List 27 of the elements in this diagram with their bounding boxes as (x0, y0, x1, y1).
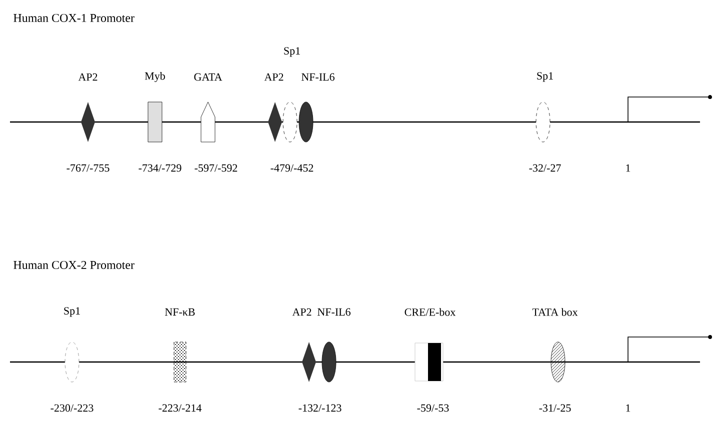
factor-label: TATA box (532, 308, 578, 316)
position-label: -479/-452 (270, 164, 314, 172)
position-label: -597/-592 (194, 164, 238, 172)
factor-label: Myb (144, 72, 165, 82)
factor-label: Sp1 (64, 307, 80, 317)
factor-label: CRE/E-box (404, 308, 456, 316)
factor-label: NF-IL6 (302, 73, 334, 81)
position-label: 1 (626, 404, 630, 412)
factor-label: AP2 (292, 308, 312, 316)
position-label: -767/-755 (66, 164, 110, 172)
position-label: -230/-223 (50, 404, 94, 412)
factor-label: NF-κB (165, 308, 195, 316)
promoter-title: Human COX-1 Promoter (14, 14, 134, 22)
position-label: -223/-214 (158, 404, 202, 412)
position-label: -59/-53 (417, 404, 449, 412)
factor-label: AP2 (78, 73, 98, 81)
position-label: -734/-729 (138, 164, 182, 172)
factor-label: NF-IL6 (318, 308, 350, 316)
position-label: -31/-25 (539, 404, 571, 412)
factor-label: Sp1 (537, 72, 553, 82)
factor-label: AP2 (264, 73, 284, 81)
position-label: 1 (626, 164, 630, 172)
position-label: -132/-123 (298, 404, 342, 412)
position-label: -32/-27 (529, 164, 561, 172)
factor-label: GATA (194, 73, 222, 81)
promoter-title: Human COX-2 Promoter (14, 260, 134, 270)
factor-label: Sp1 (284, 47, 300, 57)
